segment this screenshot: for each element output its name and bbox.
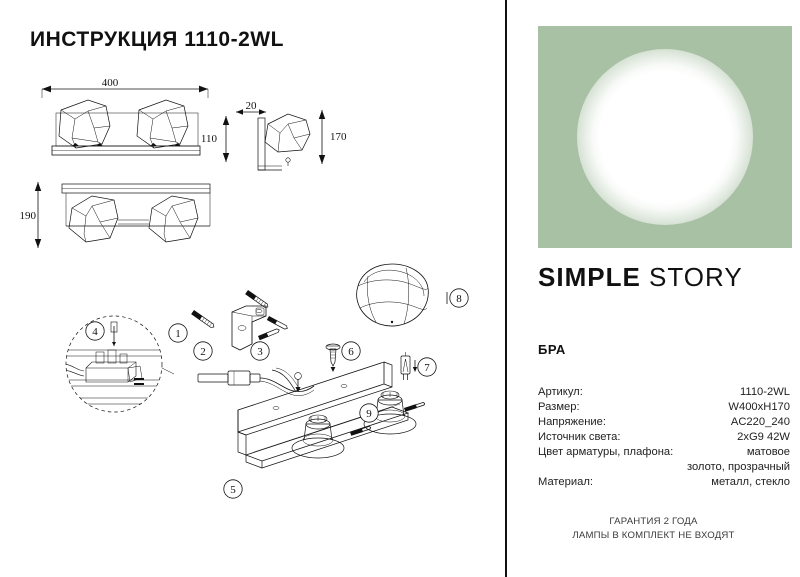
callout-4-number: 4 [92, 326, 98, 338]
callout-2-number: 2 [200, 346, 206, 358]
callout-5: 5 [222, 478, 244, 500]
spec-row-size: Размер: W400xH170 [538, 400, 790, 415]
callout-8-number: 8 [456, 293, 462, 305]
page-title: ИНСТРУКЦИЯ 1110-2WL [30, 28, 284, 51]
spec-value-size: W400xH170 [728, 401, 790, 413]
callout-1-number: 1 [175, 328, 181, 340]
callout-8: 8 [445, 287, 471, 309]
base-assembly-drawing [232, 348, 447, 488]
callout-6-number: 6 [348, 346, 354, 358]
spec-row-light-source: Источник света: 2xG9 42W [538, 430, 790, 445]
callout-3-number: 3 [257, 346, 263, 358]
brand-logo: SIMPLE STORY [538, 262, 743, 293]
product-category: БРА [538, 342, 566, 357]
wire-connector-drawing [196, 364, 326, 410]
warranty-note: ГАРАНТИЯ 2 ГОДА [609, 516, 698, 527]
hardware-exploded-drawing [170, 288, 300, 368]
brand-word-simple: SIMPLE [538, 262, 641, 292]
side-view-height-dimension-group: 170 [310, 104, 362, 172]
panel-screw-6-drawing [324, 342, 344, 376]
callout-4: 4 [84, 320, 106, 342]
detail-circle-terminal-block [62, 312, 175, 418]
callout-3: 3 [249, 340, 271, 362]
spec-label-article: Артикул: [538, 386, 583, 398]
spec-value-color-continuation: золото, прозрачный [686, 461, 790, 473]
lamp-glow-sphere [577, 49, 753, 225]
spec-row-voltage: Напряжение: AC220_240 [538, 415, 790, 430]
front-view-height-dimension: 110 [201, 133, 218, 145]
spec-value-material: металл, стекло [711, 476, 790, 488]
callout-7: 7 [412, 356, 438, 378]
callout-6: 6 [340, 340, 362, 362]
spec-row-material: Материал: металл, стекло [538, 475, 790, 490]
panel-divider [505, 0, 507, 577]
spec-row-color: Цвет арматуры, плафона: матовое [538, 445, 790, 460]
spec-label-color: Цвет арматуры, плафона: [538, 446, 674, 458]
callout-9: 9 [358, 402, 380, 424]
spec-label-size: Размер: [538, 401, 580, 413]
spec-value-article: 1110-2WL [740, 386, 790, 398]
specifications-table: Артикул: 1110-2WL Размер: W400xH170 Напр… [538, 385, 790, 490]
top-view-drawing [56, 180, 246, 256]
technical-drawings-panel: ИНСТРУКЦИЯ 1110-2WL [20, 28, 471, 500]
spec-label-voltage: Напряжение: [538, 416, 606, 428]
product-hero-image [538, 26, 792, 248]
side-view-depth-dimension: 20 [246, 100, 258, 112]
glass-shade-drawing [344, 256, 444, 334]
spec-value-light-source: 2xG9 42W [737, 431, 790, 443]
side-view-height-dimension: 170 [330, 131, 347, 143]
callout-9-number: 9 [366, 408, 372, 420]
top-view-depth-dimension: 190 [20, 210, 37, 222]
front-view-width-dimension: 400 [102, 77, 119, 89]
g9-bulb-drawing [398, 352, 414, 386]
spec-row-article: Артикул: 1110-2WL [538, 385, 790, 400]
callout-2: 2 [192, 340, 214, 362]
product-info-panel: SIMPLE STORY БРА Артикул: 1110-2WL Разме… [507, 0, 800, 577]
front-view-height-dimension-group: 110 [196, 110, 242, 172]
front-view-drawing: 400 [28, 77, 243, 168]
footer-notes: ГАРАНТИЯ 2 ГОДА ЛАМПЫ В КОМПЛЕКТ НЕ ВХОД… [507, 515, 800, 543]
bulbs-not-included-note: ЛАМПЫ В КОМПЛЕКТ НЕ ВХОДЯТ [572, 530, 735, 541]
spec-label-material: Материал: [538, 476, 593, 488]
side-view-drawing: 20 [232, 100, 352, 180]
callout-5-number: 5 [230, 484, 236, 496]
spec-value-color: матовое [746, 446, 790, 458]
spec-value-voltage: AC220_240 [730, 416, 790, 428]
top-view-depth-dimension-group: 190 [20, 178, 66, 254]
spec-label-light-source: Источник света: [538, 431, 621, 443]
callout-1: 1 [167, 322, 189, 344]
callout-7-number: 7 [424, 362, 430, 374]
brand-word-story: STORY [649, 262, 743, 292]
